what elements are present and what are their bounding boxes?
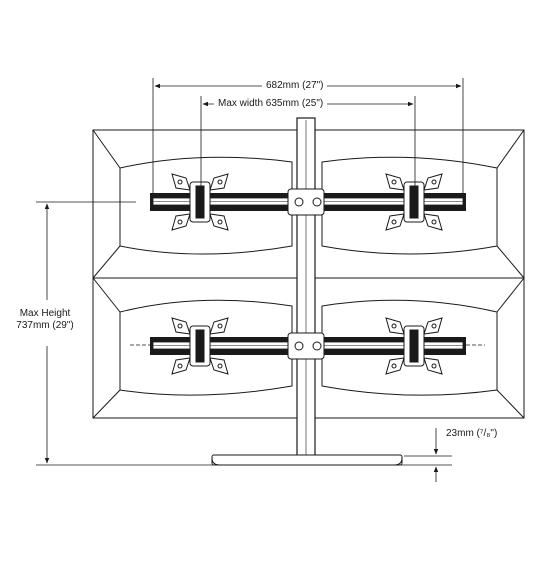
dimension-max-height bbox=[36, 201, 420, 466]
top-pole-clamp bbox=[287, 188, 325, 216]
dimension-base-thickness bbox=[404, 428, 452, 482]
vesa-mount-bottom-right bbox=[385, 317, 443, 375]
max-width-label: Max width 635mm (25") bbox=[214, 98, 328, 110]
max-height-label-line2: 737mm (29") bbox=[16, 320, 74, 331]
vesa-mount-top-right bbox=[385, 173, 443, 231]
base-thickness-label: 23mm (⁷/₈") bbox=[446, 428, 498, 439]
max-height-label: Max Height 737mm (29") bbox=[4, 308, 86, 332]
overall-width-label: 682mm (27") bbox=[262, 80, 328, 92]
vesa-mount-bottom-left bbox=[171, 317, 229, 375]
max-height-label-line1: Max Height bbox=[19, 308, 71, 319]
bottom-pole-clamp bbox=[287, 332, 325, 360]
base-plate bbox=[211, 454, 403, 466]
vesa-mount-top-left bbox=[171, 173, 229, 231]
